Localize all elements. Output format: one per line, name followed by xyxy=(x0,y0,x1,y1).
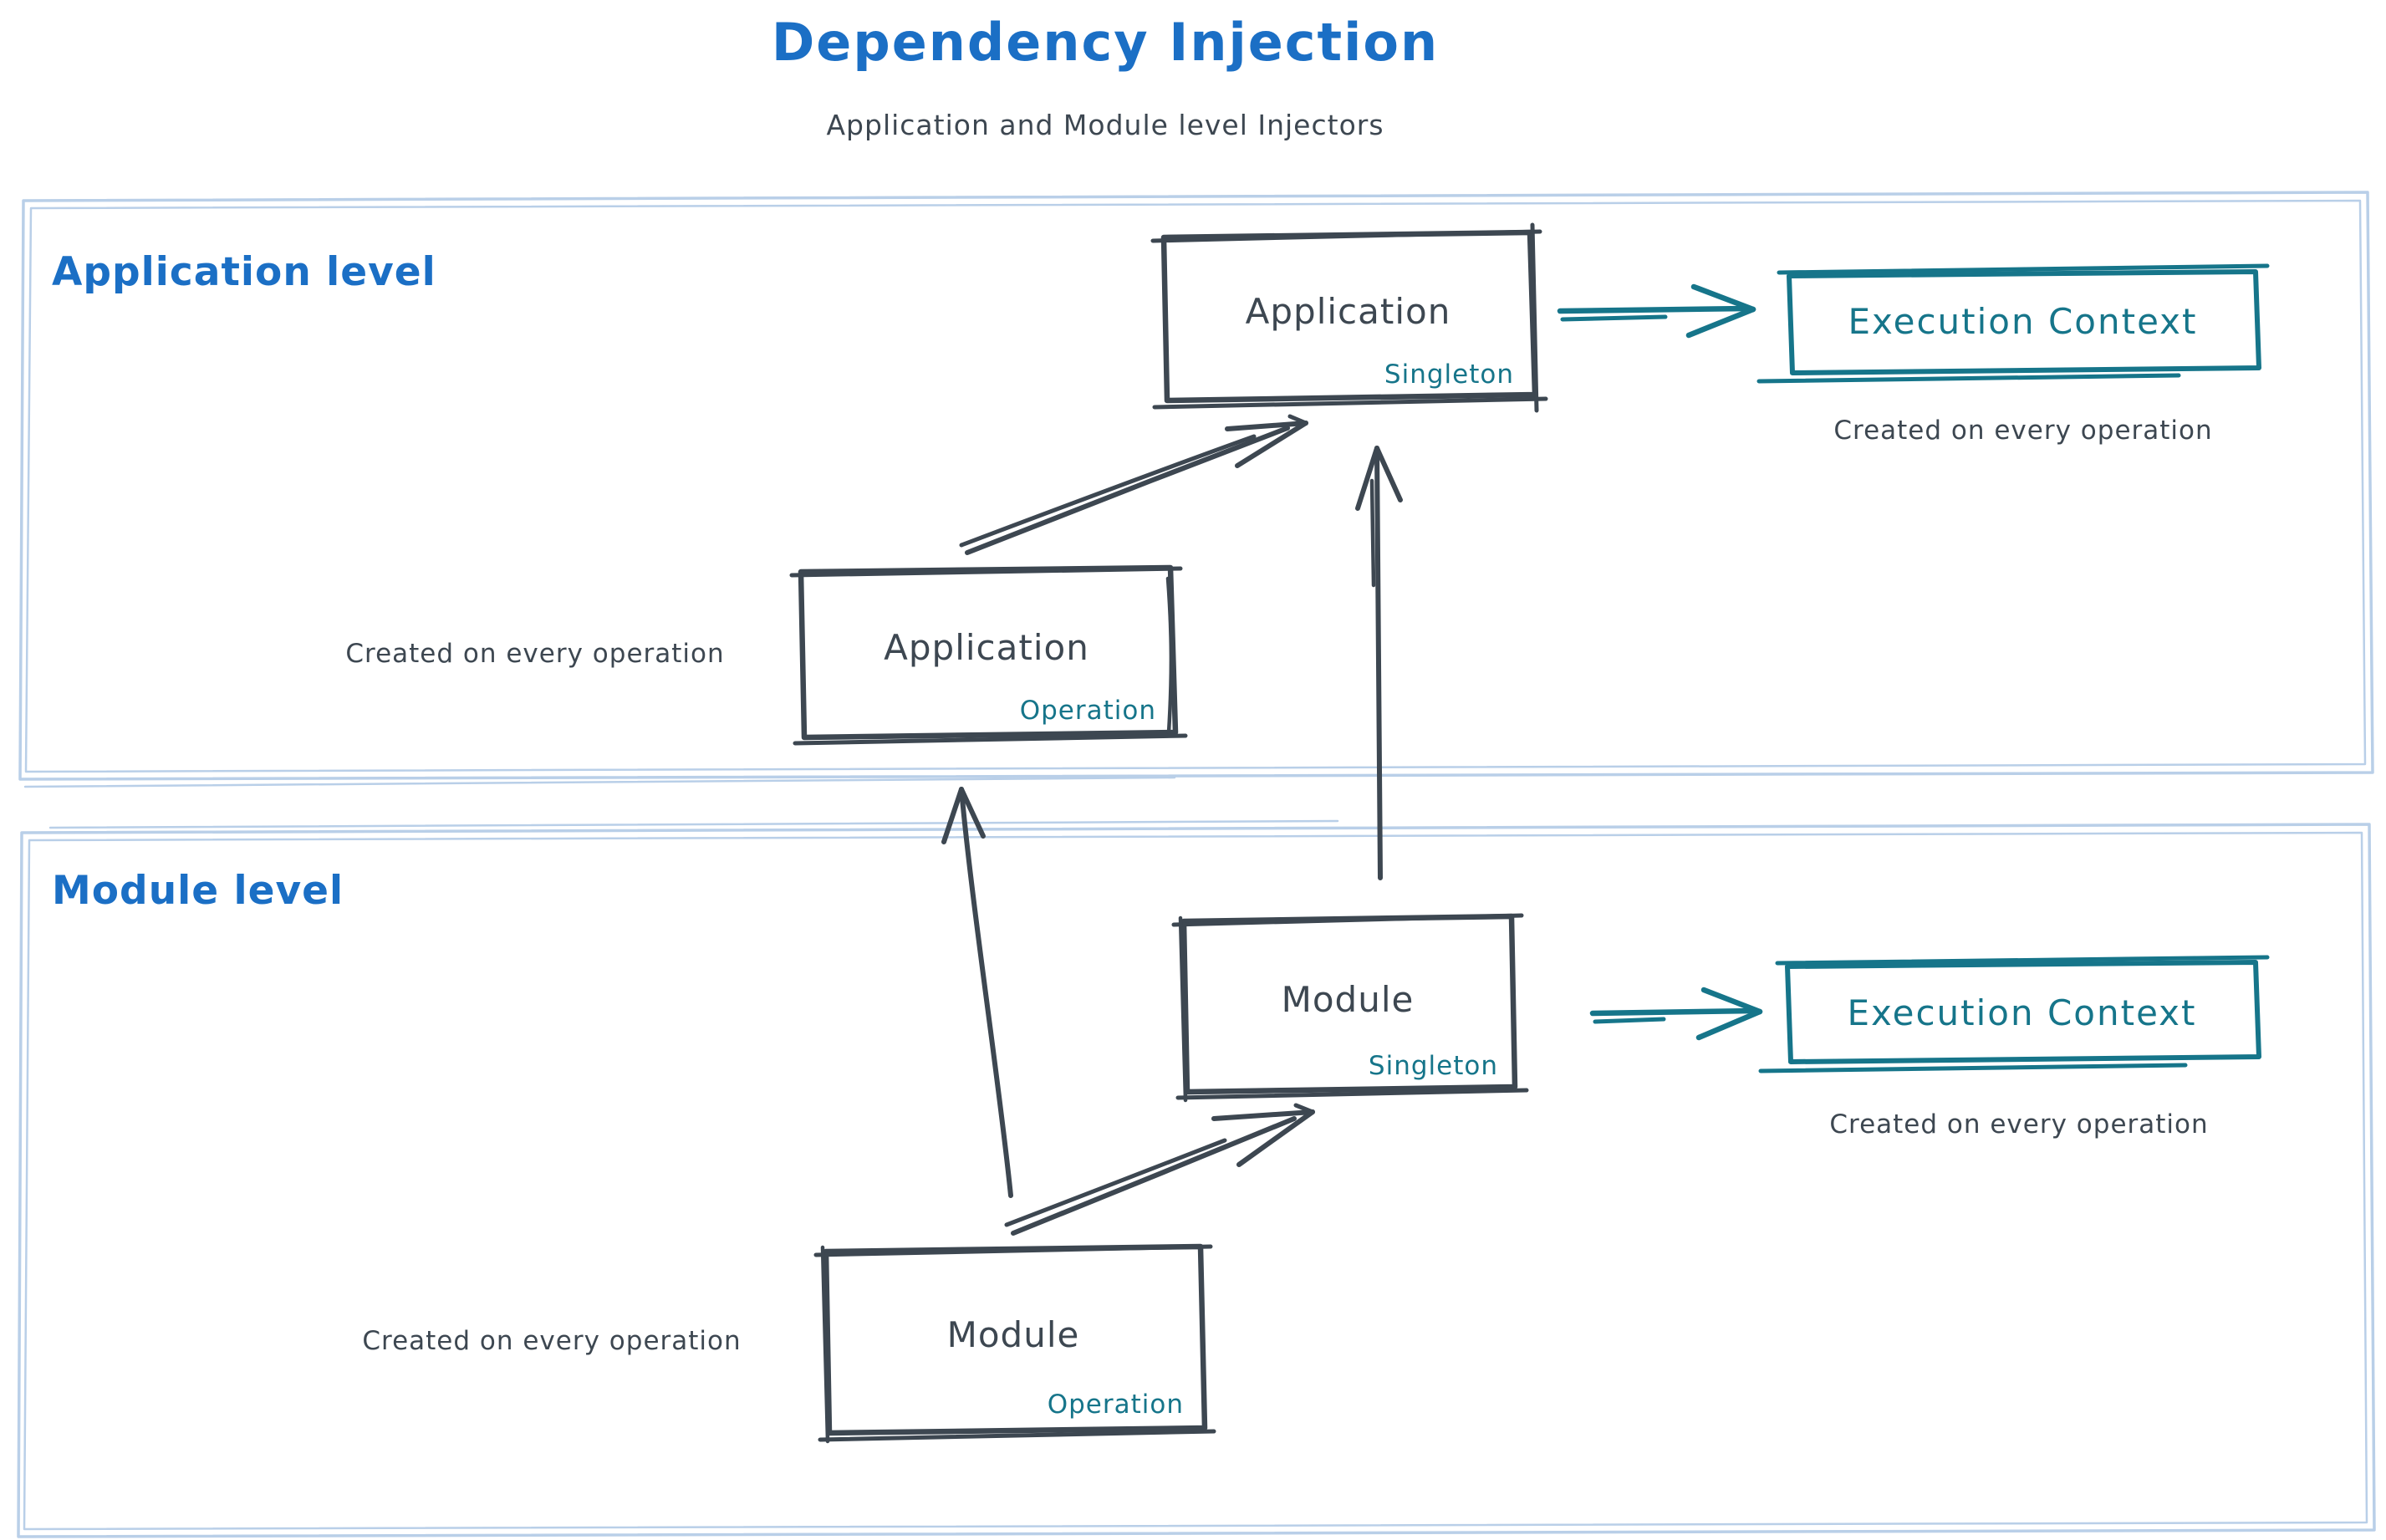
application-execution-context-box-outline xyxy=(1756,263,2270,384)
application-operation-scope: Operation xyxy=(1019,696,1156,726)
arrow-app-singleton-to-execution-context xyxy=(1557,283,1756,339)
module-singleton-scope: Singleton xyxy=(1368,1051,1498,1081)
application-singleton-scope: Singleton xyxy=(1384,360,1514,390)
module-operation-scope: Operation xyxy=(1047,1390,1184,1420)
module-execution-context-label: Execution Context xyxy=(1847,992,2197,1033)
page-subtitle: Application and Module level Injectors xyxy=(826,109,1384,141)
application-execution-context-caption: Created on every operation xyxy=(1833,416,2213,446)
module-operation-node: Module Operation xyxy=(823,1247,1204,1433)
module-execution-context-caption: Created on every operation xyxy=(1829,1109,2209,1140)
application-singleton-node: Application Singleton xyxy=(1162,232,1534,400)
module-singleton-box-outline xyxy=(1171,913,1529,1103)
page-title: Dependency Injection xyxy=(771,12,1440,73)
application-operation-caption: Created on every operation xyxy=(345,639,725,669)
application-execution-context-label: Execution Context xyxy=(1848,300,2198,342)
application-execution-context-node: Execution Context xyxy=(1787,270,2259,372)
module-singleton-node: Module Singleton xyxy=(1180,917,1515,1093)
module-execution-context-box-outline xyxy=(1758,955,2270,1073)
application-operation-box-outline xyxy=(789,564,1188,746)
module-operation-caption: Created on every operation xyxy=(362,1326,742,1356)
application-operation-node: Application Operation xyxy=(798,569,1175,736)
module-singleton-name: Module xyxy=(1281,979,1415,1020)
arrow-module-singleton-to-execution-context xyxy=(1589,987,1763,1041)
module-operation-box-outline xyxy=(813,1243,1216,1444)
module-execution-context-node: Execution Context xyxy=(1785,962,2259,1063)
arrow-module-singleton-to-app-singleton xyxy=(1355,446,1403,880)
arrow-module-operation-to-app-operation xyxy=(941,787,1013,1198)
arrow-app-operation-to-app-singleton xyxy=(959,414,1308,555)
module-operation-name: Module xyxy=(946,1314,1080,1355)
application-singleton-name: Application xyxy=(1245,291,1451,332)
arrow-module-operation-to-module-singleton xyxy=(1004,1103,1315,1236)
application-operation-name: Application xyxy=(884,627,1089,668)
application-singleton-box-outline xyxy=(1150,222,1548,413)
module-section-frame xyxy=(17,819,2376,1538)
module-level-label: Module level xyxy=(52,868,344,914)
application-section-frame xyxy=(18,191,2374,788)
application-level-label: Application level xyxy=(52,249,436,295)
